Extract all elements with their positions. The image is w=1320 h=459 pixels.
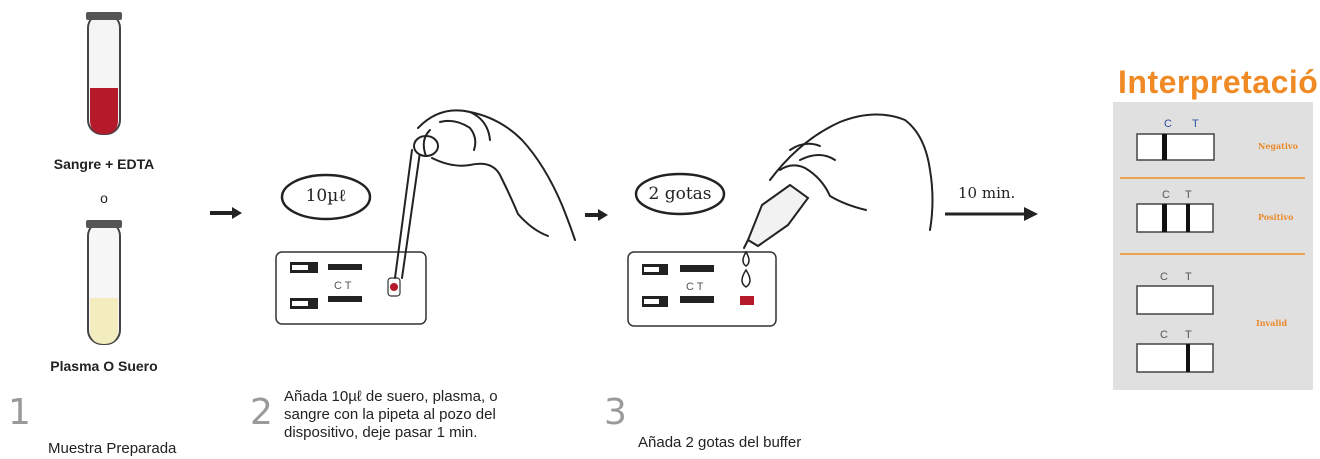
blood-tube xyxy=(86,12,122,135)
drops-bubble-label: 2 gotas xyxy=(648,184,712,204)
timer-label: 10 min. xyxy=(958,184,1016,202)
c-label: C xyxy=(1160,329,1168,341)
drops-bubble xyxy=(634,172,726,216)
step-1-caption: Muestra Preparada xyxy=(48,440,177,457)
step-2-caption-line-3: dispositivo, deje pasar 1 min. xyxy=(284,424,478,441)
c-label: C xyxy=(1164,118,1172,130)
blood-tube-label: Sangre + EDTA xyxy=(53,156,155,172)
test-cassette-step3 xyxy=(627,250,777,327)
result-window-negative xyxy=(1136,133,1215,161)
result-window-invalid-2 xyxy=(1136,343,1214,373)
result-negative-label: Negativo xyxy=(1258,141,1298,151)
c-label: C xyxy=(1162,189,1170,201)
pipette-hand xyxy=(394,109,576,279)
t-label: T xyxy=(1192,118,1199,130)
arrow-icon xyxy=(585,209,608,221)
step-1-number: 1 xyxy=(8,392,31,433)
cassette-ct-label: C T xyxy=(686,281,704,293)
result-window-invalid-1 xyxy=(1136,285,1214,315)
timer-arrow-icon xyxy=(945,207,1038,221)
volume-bubble xyxy=(280,173,372,221)
arrow-icon xyxy=(210,207,242,219)
result-invalid-label: Invalid xyxy=(1256,318,1288,328)
dropper-hand xyxy=(743,113,934,249)
plasma-tube-label: Plasma O Suero xyxy=(50,358,158,374)
t-label: T xyxy=(1185,329,1192,341)
result-positive-label: Positivo xyxy=(1258,212,1294,222)
interpretation-title: Interpretación xyxy=(1118,64,1320,100)
t-label: T xyxy=(1185,189,1192,201)
step-2-caption-line-1: Añada 10µℓ de suero, plasma, o xyxy=(284,388,498,405)
result-window-positive xyxy=(1136,203,1214,233)
step-2-number: 2 xyxy=(250,392,273,433)
c-label: C xyxy=(1160,271,1168,283)
step-3-caption: Añada 2 gotas del buffer xyxy=(638,434,802,451)
step-3-number: 3 xyxy=(604,392,627,433)
volume-bubble-label: 10µℓ xyxy=(305,186,347,206)
test-cassette-step2 xyxy=(275,251,427,325)
cassette-ct-label: C T xyxy=(334,280,352,292)
step-2-caption-line-2: sangre con la pipeta al pozo del xyxy=(284,406,496,423)
plasma-tube xyxy=(86,220,122,345)
t-label: T xyxy=(1185,271,1192,283)
or-label: o xyxy=(100,190,108,206)
